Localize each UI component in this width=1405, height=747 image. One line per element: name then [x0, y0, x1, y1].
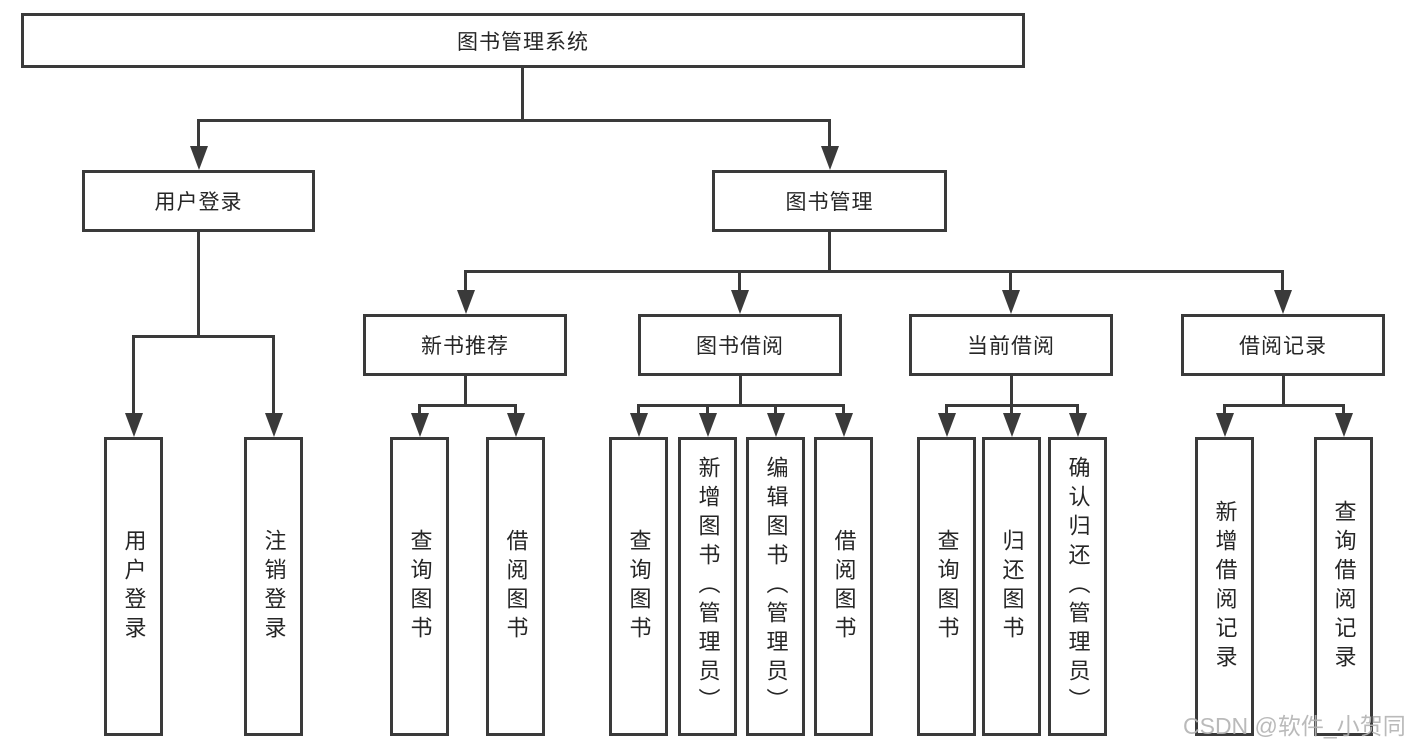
connector-vline: [272, 335, 275, 417]
node-book-management: 图书管理: [712, 170, 947, 232]
arrowhead-down-icon: [457, 290, 475, 314]
connector-vline: [197, 232, 200, 337]
leaf-label: 编辑图书（管理员）: [763, 456, 789, 717]
leaf-query-books-recommend: 查询图书: [390, 437, 449, 736]
node-book-borrowing: 图书借阅: [638, 314, 842, 376]
connector-vline: [1223, 404, 1226, 416]
connector-hline: [637, 404, 845, 407]
leaf-label: 查询图书: [934, 528, 960, 645]
leaf-label: 查询图书: [407, 528, 433, 645]
arrowhead-down-icon: [265, 413, 283, 437]
leaf-label: 归还图书: [999, 528, 1025, 645]
leaf-label: 借阅图书: [831, 528, 857, 645]
leaf-user-login: 用户登录: [104, 437, 163, 736]
connector-vline: [774, 404, 777, 416]
connector-hline: [1223, 404, 1345, 407]
node-new-book-recommendation: 新书推荐: [363, 314, 567, 376]
leaf-label: 查询借阅记录: [1331, 499, 1357, 674]
connector-vline: [828, 119, 831, 149]
leaf-label: 注销登录: [261, 528, 287, 645]
connector-hline: [132, 335, 275, 338]
node-user-login: 用户登录: [82, 170, 315, 232]
leaf-label: 查询图书: [626, 528, 652, 645]
connector-vline: [1282, 376, 1285, 406]
leaf-query-books-current: 查询图书: [917, 437, 976, 736]
connector-hline: [464, 270, 1284, 273]
connector-hline: [197, 119, 831, 122]
leaf-label: 用户登录: [121, 528, 147, 645]
connector-vline: [842, 404, 845, 416]
arrowhead-down-icon: [731, 290, 749, 314]
connector-hline: [418, 404, 517, 407]
connector-vline: [1076, 404, 1079, 416]
arrowhead-down-icon: [938, 413, 956, 437]
leaf-edit-books-admin: 编辑图书（管理员）: [746, 437, 805, 736]
connector-vline: [945, 404, 948, 416]
connector-vline: [464, 376, 467, 406]
leaf-return-books: 归还图书: [982, 437, 1041, 736]
leaf-borrow-books: 借阅图书: [814, 437, 873, 736]
connector-vline: [637, 404, 640, 416]
arrowhead-down-icon: [125, 413, 143, 437]
leaf-label: 确认归还（管理员）: [1065, 456, 1091, 717]
arrowhead-down-icon: [1069, 413, 1087, 437]
connector-vline: [1342, 404, 1345, 416]
leaf-borrow-books-recommend: 借阅图书: [486, 437, 545, 736]
node-current-borrowing: 当前借阅: [909, 314, 1113, 376]
leaf-add-borrow-record: 新增借阅记录: [1195, 437, 1254, 736]
connector-vline: [1009, 270, 1012, 292]
connector-vline: [1010, 404, 1013, 416]
csdn-watermark: CSDN @软件_小贺同学: [1183, 713, 1405, 739]
connector-vline: [521, 68, 524, 120]
arrowhead-down-icon: [411, 413, 429, 437]
arrowhead-down-icon: [835, 413, 853, 437]
leaf-label: 新增图书（管理员）: [695, 456, 721, 717]
leaf-confirm-return-admin: 确认归还（管理员）: [1048, 437, 1107, 736]
arrowhead-down-icon: [507, 413, 525, 437]
arrowhead-down-icon: [821, 146, 839, 170]
connector-vline: [464, 270, 467, 292]
connector-vline: [738, 270, 741, 292]
arrowhead-down-icon: [767, 413, 785, 437]
arrowhead-down-icon: [630, 413, 648, 437]
leaf-label: 借阅图书: [503, 528, 529, 645]
leaf-query-books-borrow: 查询图书: [609, 437, 668, 736]
connector-vline: [706, 404, 709, 416]
arrowhead-down-icon: [1335, 413, 1353, 437]
leaf-label: 新增借阅记录: [1212, 499, 1238, 674]
connector-vline: [1281, 270, 1284, 292]
connector-vline: [418, 404, 421, 416]
arrowhead-down-icon: [190, 146, 208, 170]
node-borrowing-records: 借阅记录: [1181, 314, 1385, 376]
connector-vline: [197, 119, 200, 149]
connector-vline: [514, 404, 517, 416]
node-root: 图书管理系统: [21, 13, 1025, 68]
connector-vline: [1010, 376, 1013, 406]
arrowhead-down-icon: [1003, 413, 1021, 437]
arrowhead-down-icon: [1002, 290, 1020, 314]
arrowhead-down-icon: [699, 413, 717, 437]
connector-vline: [739, 376, 742, 406]
leaf-logout: 注销登录: [244, 437, 303, 736]
leaf-add-books-admin: 新增图书（管理员）: [678, 437, 737, 736]
leaf-query-borrow-record: 查询借阅记录: [1314, 437, 1373, 736]
arrowhead-down-icon: [1216, 413, 1234, 437]
connector-vline: [828, 232, 831, 272]
connector-vline: [132, 335, 135, 417]
arrowhead-down-icon: [1274, 290, 1292, 314]
